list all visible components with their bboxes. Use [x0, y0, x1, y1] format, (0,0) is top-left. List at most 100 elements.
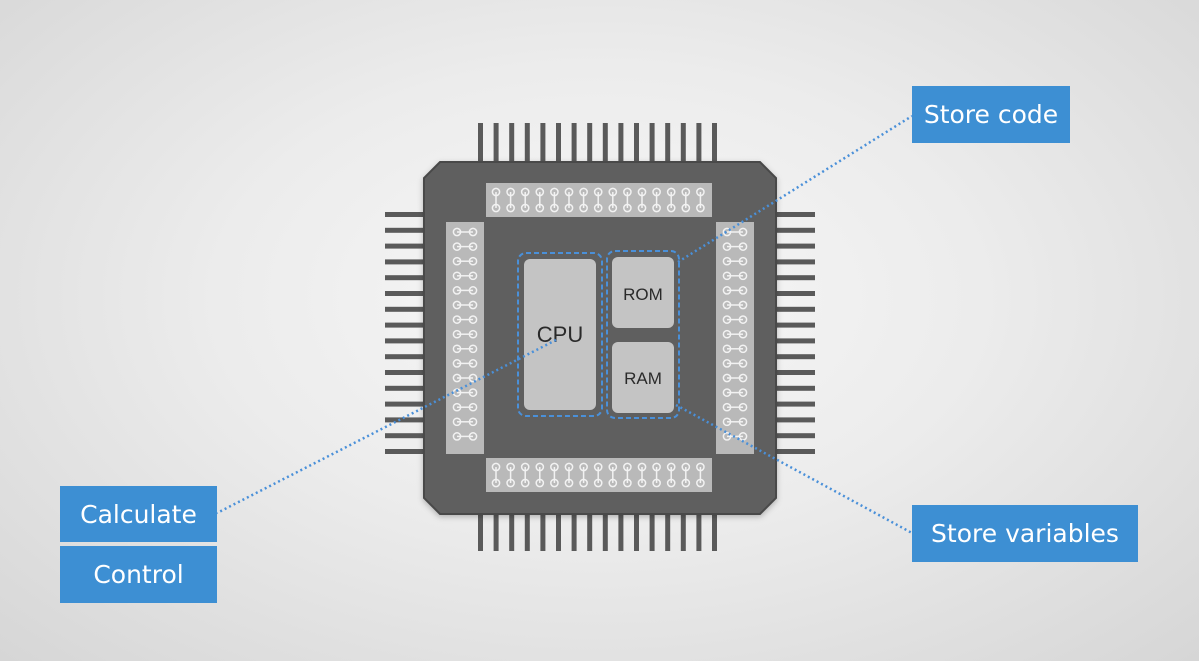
pad	[593, 478, 603, 488]
pad-strip-left	[446, 222, 484, 454]
pad	[637, 203, 647, 213]
pin	[524, 123, 530, 163]
pins-left	[385, 212, 425, 454]
pad	[468, 359, 478, 368]
pin	[478, 513, 483, 551]
pad	[623, 203, 632, 213]
pad	[593, 203, 603, 213]
pin	[618, 513, 624, 551]
pad	[722, 242, 732, 251]
pad	[738, 256, 748, 266]
pin	[509, 123, 515, 163]
pin	[385, 370, 425, 375]
pin	[385, 433, 425, 439]
pad	[722, 402, 732, 412]
pin	[385, 417, 425, 423]
pad-strip-right	[716, 222, 754, 454]
pad	[608, 462, 618, 472]
pin	[775, 449, 815, 454]
pin	[665, 513, 671, 551]
pin	[775, 322, 815, 328]
chip-body	[423, 161, 777, 515]
pad	[652, 478, 661, 488]
pin	[775, 417, 815, 423]
pin	[587, 123, 593, 163]
pad	[535, 187, 545, 197]
pad	[468, 286, 478, 295]
pad	[452, 315, 462, 324]
pad	[468, 402, 478, 412]
pad	[550, 478, 559, 488]
pin	[775, 259, 815, 265]
pin	[385, 243, 425, 249]
pin	[478, 123, 483, 163]
pad	[738, 271, 748, 281]
pin	[712, 123, 717, 163]
pad	[722, 271, 732, 281]
cpu-block	[524, 259, 596, 410]
pad	[564, 203, 574, 213]
pin	[649, 513, 655, 551]
callout-control: Control	[60, 546, 217, 603]
pin	[587, 513, 593, 551]
pin	[556, 123, 561, 163]
pad	[550, 203, 559, 213]
pad	[738, 329, 748, 339]
pad	[722, 373, 732, 383]
pad	[608, 203, 618, 213]
pad	[623, 478, 632, 488]
pad	[520, 462, 530, 472]
connector-calculate	[216, 338, 557, 515]
rom-label: ROM	[623, 285, 663, 304]
memory-outline	[606, 250, 680, 419]
pad	[468, 227, 478, 237]
pad	[722, 432, 732, 441]
pad	[738, 300, 748, 310]
pad	[722, 329, 732, 339]
pin	[680, 513, 686, 551]
rom-block	[612, 257, 674, 328]
pad	[666, 462, 676, 472]
pad	[608, 478, 618, 488]
pin	[775, 401, 815, 407]
pin	[634, 513, 639, 551]
pin	[775, 275, 815, 281]
pin	[385, 354, 425, 360]
pin	[540, 123, 546, 163]
pin	[385, 259, 425, 265]
pad	[491, 478, 501, 488]
pad	[738, 344, 748, 354]
pin	[775, 354, 815, 360]
pad	[468, 432, 478, 441]
pad	[722, 300, 732, 310]
pad	[535, 462, 545, 472]
pad	[468, 242, 478, 251]
ram-block	[612, 342, 674, 413]
pad	[468, 271, 478, 281]
pad	[452, 373, 462, 383]
pad	[738, 227, 748, 237]
pad	[452, 329, 462, 339]
pad	[579, 478, 588, 488]
pin	[775, 433, 815, 439]
pad	[722, 344, 732, 354]
pad	[652, 203, 661, 213]
pad	[564, 462, 574, 472]
pad	[738, 286, 748, 295]
pad	[738, 315, 748, 324]
pad	[452, 432, 462, 441]
pin	[649, 123, 655, 163]
pad	[593, 462, 603, 472]
pad	[722, 359, 732, 368]
pin	[775, 212, 815, 217]
pad	[468, 344, 478, 354]
pad-strip-bottom	[486, 458, 712, 492]
pad	[738, 417, 748, 427]
pad	[722, 315, 732, 324]
pad	[452, 256, 462, 266]
pin	[775, 227, 815, 233]
pad	[637, 187, 647, 197]
pin	[385, 401, 425, 407]
pin	[680, 123, 686, 163]
